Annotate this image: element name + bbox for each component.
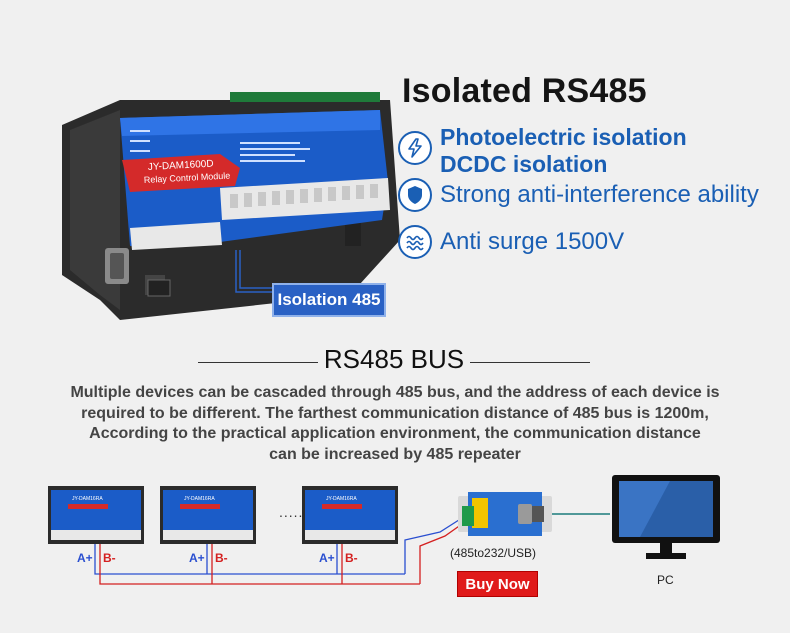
description-line: Multiple devices can be cascaded through… (70, 384, 720, 401)
isolation-485-tag: Isolation 485 (272, 283, 386, 317)
feature-photoelectric-line: Photoelectric isolation (440, 124, 687, 150)
lightning-icon (398, 131, 432, 165)
buy-now-button[interactable]: Buy Now (457, 571, 538, 597)
relay-device-1: JY-DAM16RA (48, 486, 144, 544)
divider-left (198, 362, 318, 363)
converter-device (458, 492, 552, 536)
divider-right (470, 362, 590, 363)
relay-module-image: JY-DAM1600D Relay Control Module (62, 92, 400, 320)
device-label: JY-DAM16RA (72, 496, 103, 502)
device-label: JY-DAM16RA (326, 496, 357, 502)
module-subtitle-label: Relay Control Module (144, 170, 231, 185)
feature-isolation-text: Photoelectric isolation DCDC isolation (440, 124, 687, 178)
description-line: According to the practical application e… (89, 425, 701, 442)
relay-device-2: JY-DAM16RA (160, 486, 256, 544)
device-label: JY-DAM16RA (184, 496, 215, 502)
feature-anti-surge: Anti surge 1500V (440, 228, 625, 255)
bus-wiring (94, 513, 610, 585)
feature-anti-interference: Strong anti-interference ability (440, 181, 759, 208)
a-plus-label: A+ (319, 551, 335, 565)
bus-section-title: RS485 BUS (323, 344, 465, 374)
b-minus-label: B- (345, 551, 358, 565)
module-model-label: JY-DAM1600D (148, 159, 214, 173)
surge-wave-icon (398, 225, 432, 259)
pc-monitor-icon (612, 475, 720, 559)
b-minus-label: B- (215, 551, 228, 565)
relay-device-3: JY-DAM16RA (302, 486, 398, 544)
ellipsis: ...... (279, 504, 309, 520)
feature-dcdc-line: DCDC isolation (440, 151, 608, 177)
b-minus-label: B- (103, 551, 116, 565)
page-title: Isolated RS485 (402, 72, 647, 110)
description-line: required to be different. The farthest c… (81, 404, 709, 422)
bus-description: Multiple devices can be cascaded through… (40, 383, 750, 465)
a-plus-label: A+ (189, 551, 205, 565)
pc-label: PC (657, 573, 674, 587)
converter-label: (485to232/USB) (450, 546, 537, 560)
description-line: can be increased by 485 repeater (269, 445, 521, 463)
shield-icon (398, 178, 432, 212)
a-plus-label: A+ (77, 551, 93, 565)
